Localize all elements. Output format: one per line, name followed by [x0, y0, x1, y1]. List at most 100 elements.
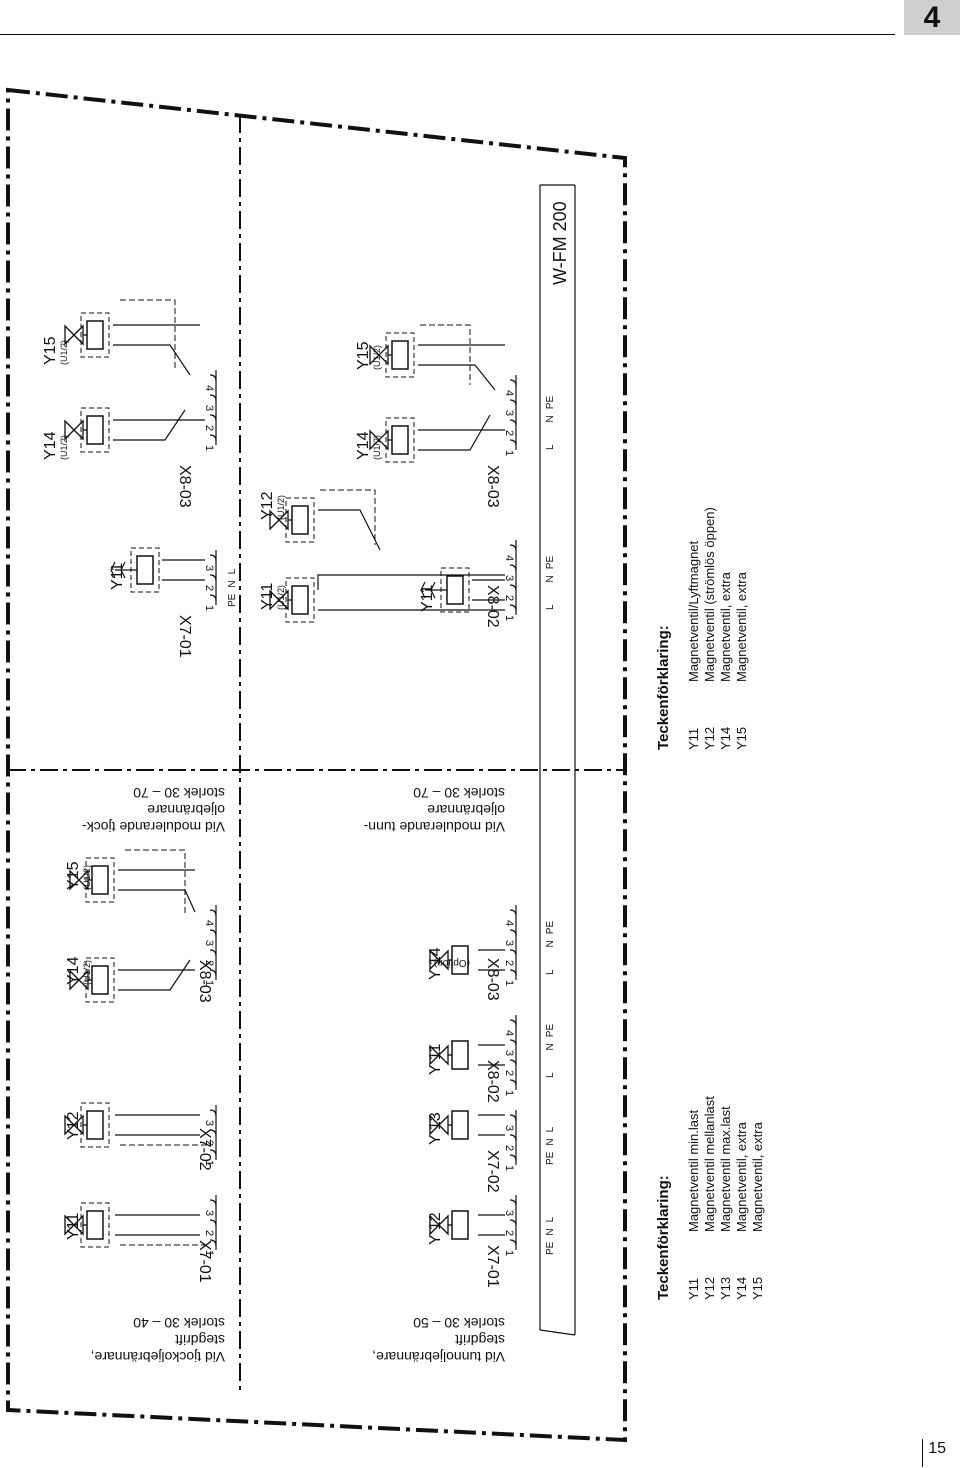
pin-number: 1	[503, 1090, 515, 1096]
svg-text:storlek 30 – 40: storlek 30 – 40	[133, 1315, 225, 1331]
valve-sub-y15-d: (U1/2)	[372, 345, 382, 370]
pin-number: 4	[503, 1030, 515, 1036]
terminal-x7-01-b	[209, 550, 217, 605]
pin-number: 1	[203, 445, 215, 451]
svg-text:stegdrift: stegdrift	[175, 1332, 225, 1348]
pins-l-n-pe-d2: LNPE	[545, 396, 556, 450]
bus-lines	[539, 184, 576, 1336]
pin-number: 3	[203, 565, 215, 571]
pins-l-n-pe-c4: LNPE	[545, 921, 556, 975]
valve-y11-mid	[269, 577, 315, 623]
pin-number: 2	[203, 425, 215, 431]
svg-text:storlek 30 – 70: storlek 30 – 70	[133, 785, 225, 801]
valve-y14-a	[69, 957, 115, 1003]
pin-number: 2	[203, 585, 215, 591]
legend-right-code-2: Y14	[718, 727, 733, 750]
legend-right-code-0: Y11	[686, 728, 701, 750]
pins-l-n-pe-c3: LNPE	[545, 1024, 556, 1078]
pins-pe-n-l-b: PENL	[227, 568, 238, 607]
section-bottom-right: Y14 (U1/2) Y15 (U1/2) Y11 (U1/2) Y12 (U1…	[259, 324, 556, 628]
valve-y13-c	[429, 1110, 469, 1140]
pin-number: 3	[503, 940, 515, 946]
legend-right-title: Teckenförklaring:	[655, 625, 672, 750]
pin-number: 3	[203, 405, 215, 411]
valve-label-y11-c: Y 11	[427, 1043, 444, 1075]
pin-number: 4	[503, 390, 515, 396]
valve-label-y13-c: Y 13	[427, 1112, 444, 1145]
pins-pe-n-l-c2: PENL	[545, 1126, 556, 1165]
pin-number: 1	[503, 980, 515, 986]
valve-label-y14-a: Y14	[65, 956, 82, 985]
caption-bottom-left: Vid tunnoljebrännare, stegdrift storlek …	[372, 1315, 505, 1365]
terminal-x8-03-d	[509, 375, 517, 450]
pin-number: 2	[503, 430, 515, 436]
valve-y14-c	[429, 945, 469, 975]
pin-number: 3	[203, 1210, 215, 1216]
valve-y12-mid	[269, 497, 315, 543]
pin-number: 1	[203, 605, 215, 611]
pin-number: 2	[503, 1070, 515, 1076]
pin-number: 2	[203, 1140, 215, 1146]
legend-right-text-3: Magnetventil, extra	[734, 571, 749, 682]
bus-label: W-FM 200	[550, 201, 570, 285]
pin-number: 1	[503, 1165, 515, 1171]
pin-number: 1	[503, 1250, 515, 1256]
valve-label-y12-mid: Y12	[259, 491, 276, 520]
valve-sub-y15-a: (U1/2)	[82, 865, 92, 890]
legend-right-text-2: Magnetventil, extra	[718, 571, 733, 682]
terminal-label-x7-01-c: X7-01	[484, 1245, 501, 1288]
legend-left-code-4: Y15	[750, 1277, 765, 1300]
svg-text:Vid modulerande tunn-: Vid modulerande tunn-	[363, 819, 505, 835]
legend-right: Teckenförklaring: Y11 Magnetventil/Lyftm…	[655, 507, 749, 750]
pin-number: 1	[203, 1250, 215, 1256]
terminal-x7-02-a	[209, 1105, 217, 1160]
valve-y14-b	[64, 407, 110, 453]
terminal-x8-03-c	[509, 905, 517, 980]
pin-number: 3	[503, 1050, 515, 1056]
valve-y15-b	[64, 312, 110, 358]
svg-text:Vid tjockoljebrännare,: Vid tjockoljebrännare,	[91, 1349, 225, 1365]
option-label: (Option)	[434, 957, 470, 968]
pins-pe-n-l-c1: PENL	[545, 1216, 556, 1255]
pin-number: 3	[503, 575, 515, 581]
svg-text:oljebrännare: oljebrännare	[147, 802, 225, 818]
valve-sub-y14-b: (U1/2)	[59, 435, 69, 460]
valve-sub-y14-a: (U1/2)	[82, 960, 92, 985]
caption-bottom-right: Vid modulerande tunn- oljebrännare storl…	[363, 785, 505, 835]
section-bottom-left: Y 12 Y 13 Y 11 Y 14 (Option)	[427, 905, 517, 1288]
pin-number: 1	[503, 450, 515, 456]
valve-label-y14-c: Y 14	[427, 947, 444, 980]
terminal-label-x8-03-b: X8-03	[176, 465, 193, 508]
valve-label-y12-a: Y12	[65, 1111, 82, 1140]
valve-y15-d	[369, 332, 415, 378]
legend-left-text-0: Magnetventil min.last	[686, 1110, 701, 1232]
legend-right-text-0: Magnetventil/Lyftmagnet	[686, 540, 701, 682]
valve-label-y11-a: Y11	[65, 1213, 82, 1240]
pin-number: 4	[203, 920, 215, 926]
section-top-right: Y11 Y14 (U1/2) Y15 (U1/2) X7-	[42, 299, 238, 658]
valve-y11-a	[64, 1202, 110, 1248]
valve-sub-y14-d: (U1/2)	[372, 435, 382, 460]
legend-left-text-3: Magnetventil, extra	[734, 1121, 749, 1232]
pin-number: 3	[503, 410, 515, 416]
valve-y15-a	[69, 857, 115, 903]
legend-left-code-0: Y11	[686, 1278, 701, 1300]
valve-label-y11-mid: Y11	[259, 583, 276, 610]
valve-label-y14-d: Y14	[355, 431, 372, 460]
pin-number: 4	[503, 920, 515, 926]
terminal-label-x8-02-d: X8-02	[484, 585, 501, 628]
valve-label-y12-c: Y 12	[427, 1212, 444, 1245]
terminal-x7-01-a	[209, 1195, 217, 1250]
pin-number: 3	[203, 940, 215, 946]
terminal-label-x8-03-c: X8-03	[484, 958, 501, 1001]
page-number: 15	[928, 1440, 946, 1457]
section-top-left: Y11 Y12 Y14 (U1/2) Y15 (U1/2)	[64, 849, 217, 1283]
svg-text:Vid tunnoljebrännare,: Vid tunnoljebrännare,	[372, 1349, 505, 1365]
pin-number: 2	[503, 1230, 515, 1236]
valve-label-y11-d: Y11	[419, 585, 436, 612]
legend-right-text-1: Magnetventil (strömlös öppen)	[702, 507, 717, 682]
legend-right-code-3: Y15	[734, 727, 749, 750]
terminal-label-x8-03-a: X8-03	[196, 960, 213, 1003]
legend-left-text-2: Magnetventil max.last	[718, 1106, 733, 1232]
